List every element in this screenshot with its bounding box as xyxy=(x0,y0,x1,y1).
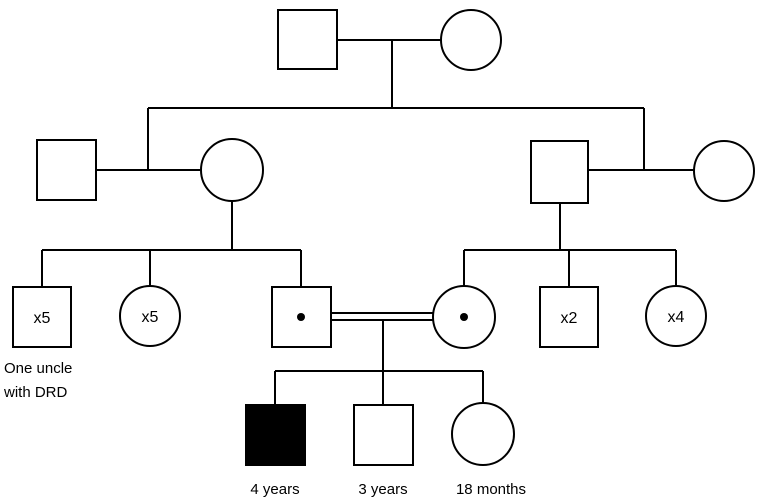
generation-1 xyxy=(277,9,502,71)
male-symbol xyxy=(539,286,599,348)
male-symbol xyxy=(36,139,97,201)
age-label: 3 years xyxy=(358,481,407,498)
female-symbol xyxy=(693,140,755,202)
male-symbol xyxy=(277,9,338,70)
member-caption: One uncle xyxy=(4,360,72,377)
generation-2 xyxy=(36,138,755,204)
generation-3: x5 One uncle with DRD x5 x2 x4 xyxy=(3,285,707,401)
male-symbol xyxy=(12,286,72,348)
affected-male-symbol xyxy=(245,404,306,466)
pedigree-lines xyxy=(41,39,694,405)
count-label: x5 xyxy=(34,310,51,327)
carrier-dot xyxy=(297,313,305,321)
count-label: x5 xyxy=(142,309,159,326)
female-symbol xyxy=(440,9,502,71)
female-symbol xyxy=(119,285,181,347)
female-symbol xyxy=(200,138,264,202)
count-label: x2 xyxy=(561,310,578,327)
female-symbol xyxy=(451,402,515,466)
male-symbol xyxy=(353,404,414,466)
generation-4: 4 years 3 years 18 months xyxy=(245,402,526,498)
count-label: x4 xyxy=(668,309,685,326)
female-symbol xyxy=(645,285,707,347)
carrier-dot xyxy=(460,313,468,321)
age-label: 18 months xyxy=(456,481,526,498)
member-caption: with DRD xyxy=(3,384,68,401)
male-symbol xyxy=(530,140,589,204)
age-label: 4 years xyxy=(250,481,299,498)
